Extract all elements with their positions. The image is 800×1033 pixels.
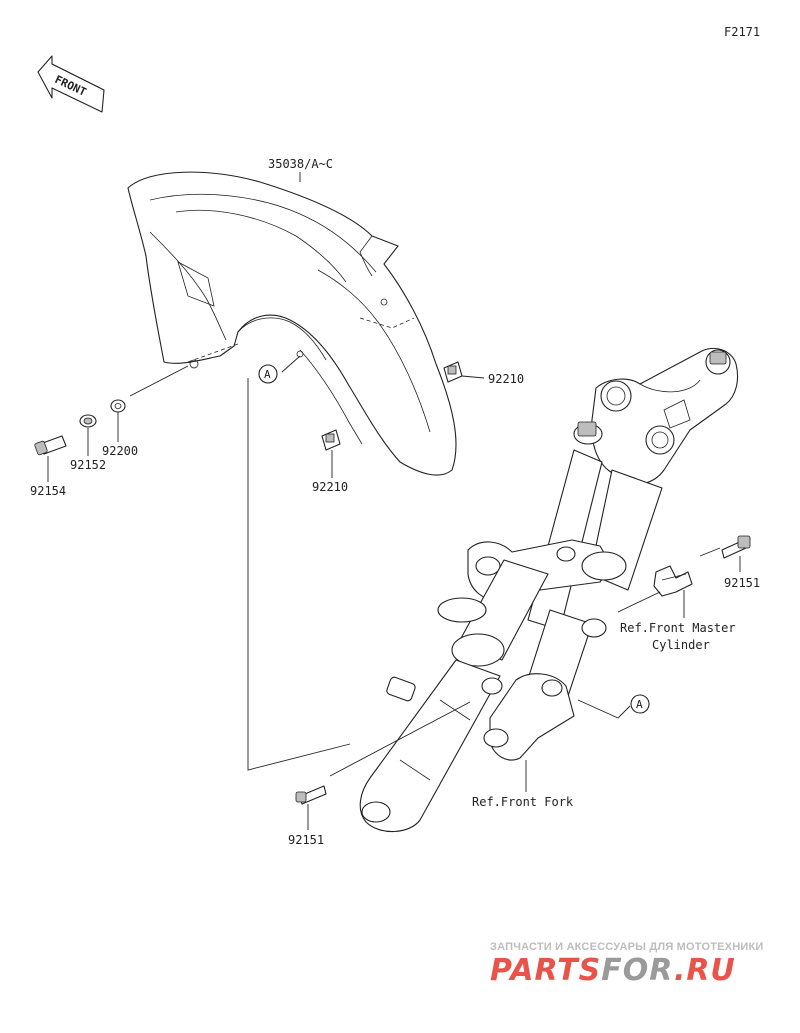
label-collar: 92152 — [70, 458, 106, 472]
bolt-right — [721, 535, 751, 559]
bolt-left — [34, 435, 67, 456]
collar — [79, 414, 97, 428]
label-fender: 35038/A~C — [268, 157, 333, 171]
callout-marker-fork: A — [630, 694, 650, 714]
label-bolt-bottom: 92151 — [288, 833, 324, 847]
watermark-logo-part2: FOR — [601, 953, 674, 988]
watermark: ЗАПЧАСТИ И АКСЕССУАРЫ ДЛЯ МОТОТЕХНИКИ PA… — [490, 941, 763, 988]
washer — [110, 399, 126, 413]
ref-master-cylinder-line1: Ref.Front Master — [620, 621, 736, 635]
ref-front-fork: Ref.Front Fork — [472, 795, 574, 809]
watermark-logo-part3: .RU — [674, 953, 736, 988]
master-cylinder-bracket — [653, 565, 693, 597]
label-nut-center: 92210 — [312, 480, 348, 494]
watermark-logo: PARTSFOR.RU — [490, 953, 736, 988]
callout-letter-fork: A — [636, 698, 643, 711]
figure-id: F2171 — [724, 25, 760, 39]
front-fork-assembly — [359, 347, 739, 833]
callout-letter-fender: A — [264, 368, 271, 381]
label-nut-right: 92210 — [488, 372, 524, 386]
leader-lines — [47, 172, 741, 830]
ref-master-cylinder-line2: Cylinder — [652, 638, 710, 652]
clip-nut-right — [443, 361, 463, 383]
label-washer: 92200 — [102, 444, 138, 458]
front-direction-arrow-icon: FRONT — [37, 55, 105, 113]
front-fender — [127, 171, 457, 476]
clip-nut-center — [321, 429, 341, 451]
watermark-logo-part1: PARTS — [490, 953, 601, 988]
label-bolt-right: 92151 — [724, 576, 760, 590]
label-bolt-left: 92154 — [30, 484, 66, 498]
watermark-tagline: ЗАПЧАСТИ И АКСЕССУАРЫ ДЛЯ МОТОТЕХНИКИ — [490, 941, 763, 953]
callout-marker-fender: A — [258, 364, 278, 384]
bolt-bottom — [295, 785, 327, 805]
